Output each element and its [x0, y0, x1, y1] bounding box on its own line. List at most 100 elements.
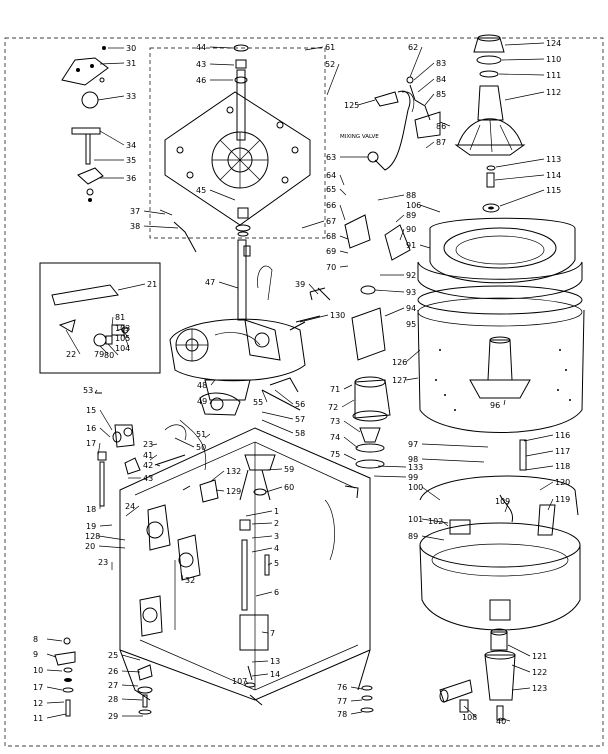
part-number-label: 106 — [406, 201, 421, 210]
leader-line — [209, 400, 212, 405]
leader-line — [46, 669, 63, 672]
part-number-label: 3 — [274, 532, 279, 541]
leader-line — [251, 660, 269, 663]
part-number-label: 85 — [436, 90, 446, 99]
part-number-label: 75 — [330, 450, 340, 459]
leader-line — [97, 95, 125, 101]
part-number-label: 31 — [126, 59, 136, 68]
leader-line — [350, 711, 363, 715]
outer-tub — [419, 522, 581, 568]
leader-line — [341, 399, 355, 408]
leader-line — [523, 434, 554, 442]
leader-line — [499, 189, 545, 207]
leader-line — [46, 638, 63, 642]
leader-line — [339, 174, 345, 186]
leader-line — [384, 307, 405, 317]
leader-line — [304, 46, 324, 51]
leader-line — [117, 283, 146, 291]
leader-line — [441, 520, 449, 527]
leveling-legs — [54, 637, 374, 717]
part-number-label: 27 — [108, 681, 118, 690]
part-number-label: 50 — [196, 443, 206, 452]
part-number-label: 56 — [295, 400, 305, 409]
part-number-label: 77 — [337, 697, 347, 706]
part-number-label: 66 — [326, 201, 336, 210]
part-number-label: 109 — [495, 497, 510, 506]
part-number-label: 38 — [130, 222, 140, 231]
part-number-label: 23 — [98, 558, 108, 567]
leader-line — [498, 73, 545, 76]
leader-line — [326, 63, 340, 96]
leader-lines — [46, 42, 554, 722]
leader-line — [339, 235, 349, 240]
inset-box — [39, 262, 161, 374]
part-number-label: 1 — [274, 507, 279, 516]
part-number-label: 83 — [436, 59, 446, 68]
part-number-label: 41 — [143, 451, 153, 460]
leader-line — [121, 670, 141, 673]
motor-72 — [354, 379, 391, 419]
part-number-label: 14 — [270, 670, 280, 679]
leader-line — [209, 46, 234, 49]
part-number-label: 69 — [326, 247, 336, 256]
part-number-label: 89 — [406, 211, 416, 220]
part-number-label: 128 — [85, 532, 100, 541]
leader-line — [395, 214, 405, 223]
part-number-label: 33 — [126, 92, 136, 101]
leader-line — [419, 204, 441, 213]
part-number-label: 127 — [392, 376, 407, 385]
part-number-label: 68 — [326, 232, 336, 241]
part-number-label: 79 — [94, 350, 104, 359]
leader-line — [350, 686, 363, 690]
leader-line — [504, 42, 545, 46]
leader-line — [301, 220, 325, 229]
leader-line — [539, 481, 554, 491]
motor-assembly — [261, 214, 411, 469]
part-number-label: 53 — [83, 386, 93, 395]
part-number-label: 12 — [33, 699, 43, 708]
leader-line — [399, 228, 405, 241]
part-number-label: 10 — [33, 666, 43, 675]
part-number-label: 130 — [330, 311, 345, 320]
leader-line — [156, 464, 161, 467]
part-number-label: 88 — [406, 191, 416, 200]
part-number-label: 42 — [143, 461, 153, 470]
leader-line — [121, 654, 141, 661]
part-number-label: 13 — [270, 657, 280, 666]
part-number-label: 89 — [408, 532, 418, 541]
part-number-label: 37 — [130, 207, 140, 216]
part-number-label: 58 — [295, 429, 305, 438]
part-number-label: 18 — [86, 505, 96, 514]
part-number-label: 96 — [490, 401, 500, 410]
tub-ring — [429, 217, 576, 284]
part-number-label: 25 — [108, 651, 118, 660]
part-number-label: 120 — [555, 478, 570, 487]
part-number-label: 92 — [406, 271, 416, 280]
leader-line — [99, 62, 125, 65]
part-number-label: 78 — [337, 710, 347, 719]
leader-line — [94, 389, 98, 394]
part-number-label: 73 — [330, 417, 340, 426]
leader-line — [463, 705, 477, 718]
part-number-label: 123 — [532, 684, 547, 693]
part-number-label: 34 — [126, 141, 136, 150]
leader-line — [339, 265, 349, 268]
leader-line — [405, 349, 421, 363]
leader-line — [251, 673, 269, 677]
leader-line — [377, 465, 407, 468]
part-number-label: 20 — [85, 542, 95, 551]
part-number-label: 15 — [86, 406, 96, 415]
part-number-label: 40 — [496, 717, 506, 726]
leader-line — [339, 204, 346, 221]
leader-line — [343, 436, 359, 449]
leader-line — [373, 475, 407, 478]
part-number-label: 16 — [86, 424, 96, 433]
part-number-label: 113 — [546, 155, 561, 164]
leader-line — [245, 680, 249, 685]
part-number-label: 55 — [253, 398, 263, 407]
part-number-label: 17 — [86, 439, 96, 448]
leader-line — [209, 189, 236, 201]
leader-line — [339, 250, 349, 254]
part-number-label: 47 — [205, 278, 215, 287]
part-number-label: 112 — [546, 88, 561, 97]
